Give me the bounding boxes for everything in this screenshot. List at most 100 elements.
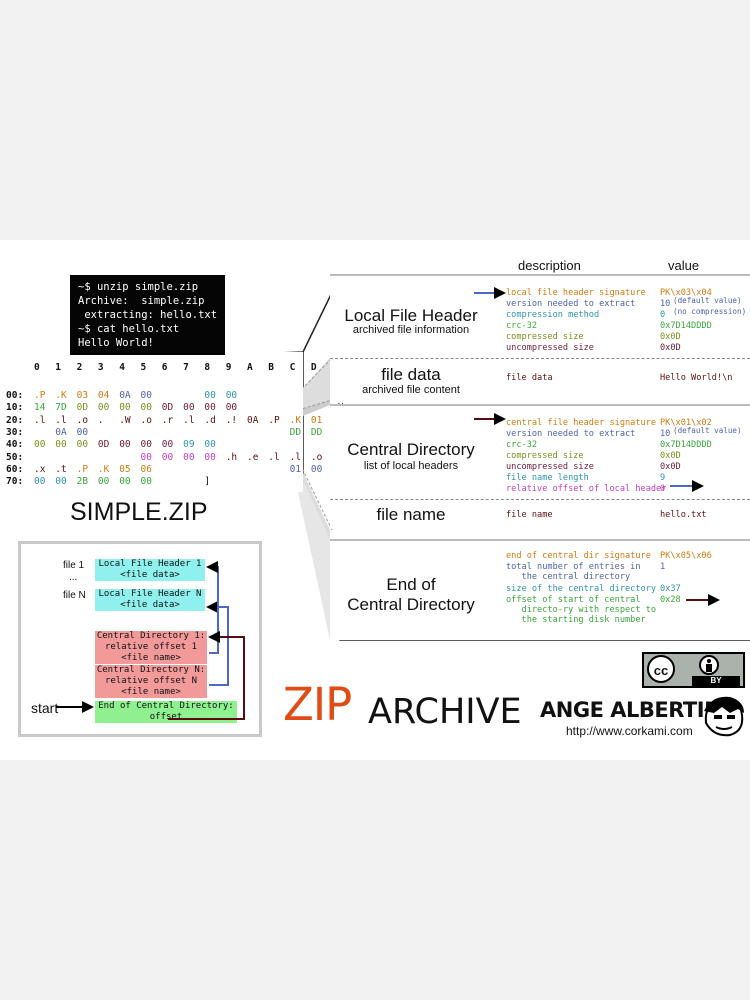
field-name: file name length: [506, 473, 589, 483]
hex-column-label: 4: [119, 362, 125, 373]
field-name: crc-32: [506, 440, 538, 450]
field-name: version needed to extract: [506, 429, 636, 439]
hex-byte: 00: [55, 476, 67, 488]
field-value: 0x0D: [660, 462, 681, 472]
field-value: 10: [660, 429, 671, 439]
person-icon: [699, 655, 719, 675]
field-name: compressed size: [506, 451, 584, 461]
hex-column-label: 7: [183, 362, 189, 373]
hex-column-label: A: [247, 362, 253, 373]
hex-byte: .P: [34, 390, 46, 401]
hex-byte: 00: [204, 451, 216, 463]
field-value: 9: [660, 473, 666, 483]
hex-byte: 00: [225, 390, 238, 401]
hex-byte: .K: [97, 463, 110, 475]
hex-byte: .x: [34, 463, 46, 475]
hex-byte: 00: [119, 402, 131, 414]
author-url[interactable]: http://www.corkami.com: [566, 724, 693, 738]
field-note: (default value): [673, 426, 742, 435]
hex-byte: .!: [225, 414, 238, 426]
field-value: 0x7D14DDDD: [660, 440, 712, 450]
legend-lfhN-box: Local File Header N <file data>: [95, 589, 205, 611]
field-name: version needed to extract: [506, 299, 636, 309]
section-subtitle: archived file information: [352, 324, 470, 336]
field-name: central file header signature: [506, 418, 657, 428]
field-value: 0: [660, 310, 666, 320]
description-column-header: description: [518, 258, 581, 273]
hex-address: 30:: [6, 426, 24, 438]
hex-byte: 05: [119, 463, 131, 475]
hex-byte: 06: [140, 463, 152, 475]
hex-byte: 2B: [76, 476, 89, 488]
hex-column-label: D: [310, 362, 317, 373]
hex-byte: 00: [119, 439, 131, 451]
hex-byte: 04: [97, 390, 110, 401]
field-name: end of central dir signature: [506, 551, 651, 561]
field-value: 0x37: [660, 584, 681, 594]
hex-byte: .l: [268, 451, 280, 463]
field-name: relative offset of local header: [506, 484, 667, 494]
hex-byte: .o: [140, 414, 152, 426]
zip-title: ZIP: [283, 678, 352, 731]
hex-byte: 00: [119, 476, 131, 488]
field-name: uncompressed size: [506, 462, 594, 472]
terminal-line: ~$ cat hello.txt: [78, 323, 180, 335]
hex-address: 00:: [6, 390, 24, 401]
section-subtitle: archived file content: [362, 384, 460, 396]
section-title: file name: [376, 505, 446, 524]
section-title: Local File Header: [344, 306, 478, 325]
hex-byte: 01: [310, 414, 323, 426]
hex-byte: 00: [161, 451, 174, 463]
hex-byte: .l: [55, 414, 67, 426]
field-name: file name: [506, 510, 553, 520]
value-column-header: value: [668, 258, 700, 273]
hex-byte: 00: [34, 439, 46, 451]
hex-byte: .r: [161, 414, 174, 426]
hex-byte: 00: [140, 476, 152, 488]
field-value: 0x28: [660, 595, 681, 605]
hex-byte: 01: [289, 463, 302, 475]
hex-byte: 00: [204, 402, 216, 414]
legend-side-label: ...: [69, 572, 78, 583]
hex-column-label: 5: [140, 362, 147, 373]
hex-byte: 00: [76, 439, 89, 451]
field-name: compressed size: [506, 332, 584, 342]
field-value: Hello World!\n: [660, 373, 733, 383]
hex-byte: .h: [225, 451, 238, 463]
hex-byte: 0D: [76, 402, 89, 414]
hex-column-label: 0: [34, 362, 40, 373]
legend-eocd-box: End of Central Directory: offset: [95, 701, 237, 723]
section-title: End of Central Directory: [347, 575, 475, 614]
hex-column-label: B: [268, 362, 275, 373]
field-name: uncompressed size: [506, 343, 594, 353]
hex-byte: .l: [289, 451, 302, 463]
hex-byte: 00: [183, 451, 195, 463]
field-value: 0x7D14DDDD: [660, 321, 712, 331]
field-name: size of the central directory: [506, 584, 657, 594]
hex-byte: 00: [97, 476, 110, 488]
hex-byte: 00: [140, 439, 152, 451]
hex-byte: .o: [76, 414, 89, 426]
field-name: total number of entries in the central d…: [506, 562, 641, 582]
hex-column-label: 2: [76, 362, 83, 373]
hex-address: 70:: [6, 476, 24, 488]
hex-address: 20:: [6, 414, 24, 426]
field-value: 10: [660, 299, 671, 309]
hex-byte: 00: [97, 402, 110, 414]
field-value: PK\x01\x02: [660, 418, 712, 428]
simple-zip-title: SIMPLE.ZIP: [70, 498, 208, 526]
hex-byte: .K: [55, 390, 67, 401]
hex-byte: 00: [140, 390, 152, 401]
hex-byte: .o: [310, 451, 323, 463]
section-title: Central Directory: [347, 440, 475, 459]
hex-byte: 00: [161, 439, 174, 451]
hex-byte: .d: [204, 414, 216, 426]
hex-byte: 00: [204, 390, 216, 401]
legend-cdN-box: Central Directory N: relative offset N <…: [95, 665, 207, 698]
hex-column-label: 1: [55, 362, 62, 373]
hex-byte: 00: [34, 476, 46, 488]
hex-byte: DD: [289, 426, 302, 438]
